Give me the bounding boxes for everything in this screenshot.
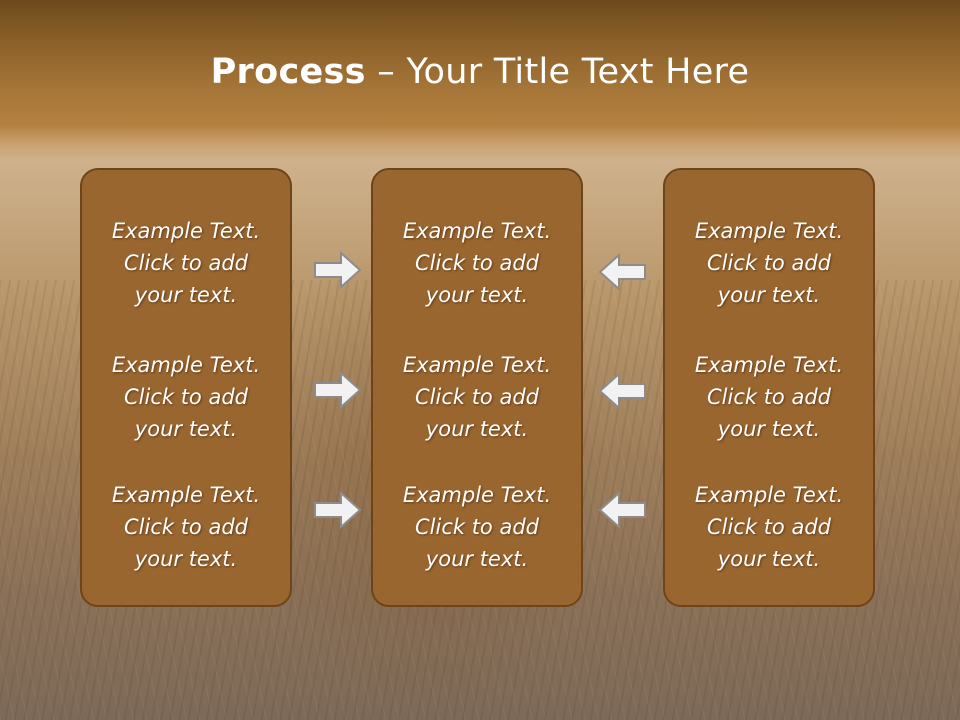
text-block[interactable]: Example Text. Click to add your text. <box>665 215 873 311</box>
text-line: Example Text. <box>111 219 261 243</box>
text-block[interactable]: Example Text. Click to add your text. <box>373 349 581 445</box>
text-line: Click to add <box>414 251 539 275</box>
text-line: Example Text. <box>694 353 844 377</box>
text-line: Example Text. <box>694 483 844 507</box>
text-line: your text. <box>717 283 821 307</box>
text-line: your text. <box>717 417 821 441</box>
text-line: Click to add <box>706 251 831 275</box>
text-line: Example Text. <box>402 219 552 243</box>
text-line: Click to add <box>123 385 248 409</box>
text-block[interactable]: Example Text. Click to add your text. <box>82 479 290 575</box>
text-line: Example Text. <box>111 483 261 507</box>
arrow-right-icon <box>314 370 362 410</box>
title-rest: – Your Title Text Here <box>365 52 750 92</box>
title-bold: Process <box>210 52 366 92</box>
text-line: Click to add <box>123 251 248 275</box>
text-line: your text. <box>134 283 238 307</box>
process-box-left[interactable]: Example Text. Click to add your text. Ex… <box>80 168 292 607</box>
text-block[interactable]: Example Text. Click to add your text. <box>665 479 873 575</box>
text-line: Example Text. <box>694 219 844 243</box>
arrow-left-icon <box>598 371 646 411</box>
text-line: Example Text. <box>402 483 552 507</box>
slide-title[interactable]: Process – Your Title Text Here <box>0 52 960 92</box>
text-block[interactable]: Example Text. Click to add your text. <box>82 215 290 311</box>
text-line: Click to add <box>414 385 539 409</box>
process-box-right[interactable]: Example Text. Click to add your text. Ex… <box>663 168 875 607</box>
text-line: Example Text. <box>402 353 552 377</box>
text-line: Click to add <box>706 385 831 409</box>
text-line: Click to add <box>123 515 248 539</box>
text-line: Click to add <box>706 515 831 539</box>
text-line: your text. <box>425 547 529 571</box>
text-block[interactable]: Example Text. Click to add your text. <box>373 215 581 311</box>
arrow-right-icon <box>314 250 362 290</box>
text-line: your text. <box>425 283 529 307</box>
text-block[interactable]: Example Text. Click to add your text. <box>665 349 873 445</box>
text-line: your text. <box>717 547 821 571</box>
text-line: Click to add <box>414 515 539 539</box>
text-line: your text. <box>134 547 238 571</box>
arrow-left-icon <box>598 252 646 292</box>
title-band <box>0 0 960 160</box>
text-line: Example Text. <box>111 353 261 377</box>
text-line: your text. <box>134 417 238 441</box>
arrow-right-icon <box>314 490 362 530</box>
text-block[interactable]: Example Text. Click to add your text. <box>373 479 581 575</box>
process-box-center[interactable]: Example Text. Click to add your text. Ex… <box>371 168 583 607</box>
text-block[interactable]: Example Text. Click to add your text. <box>82 349 290 445</box>
arrow-left-icon <box>598 490 646 530</box>
text-line: your text. <box>425 417 529 441</box>
